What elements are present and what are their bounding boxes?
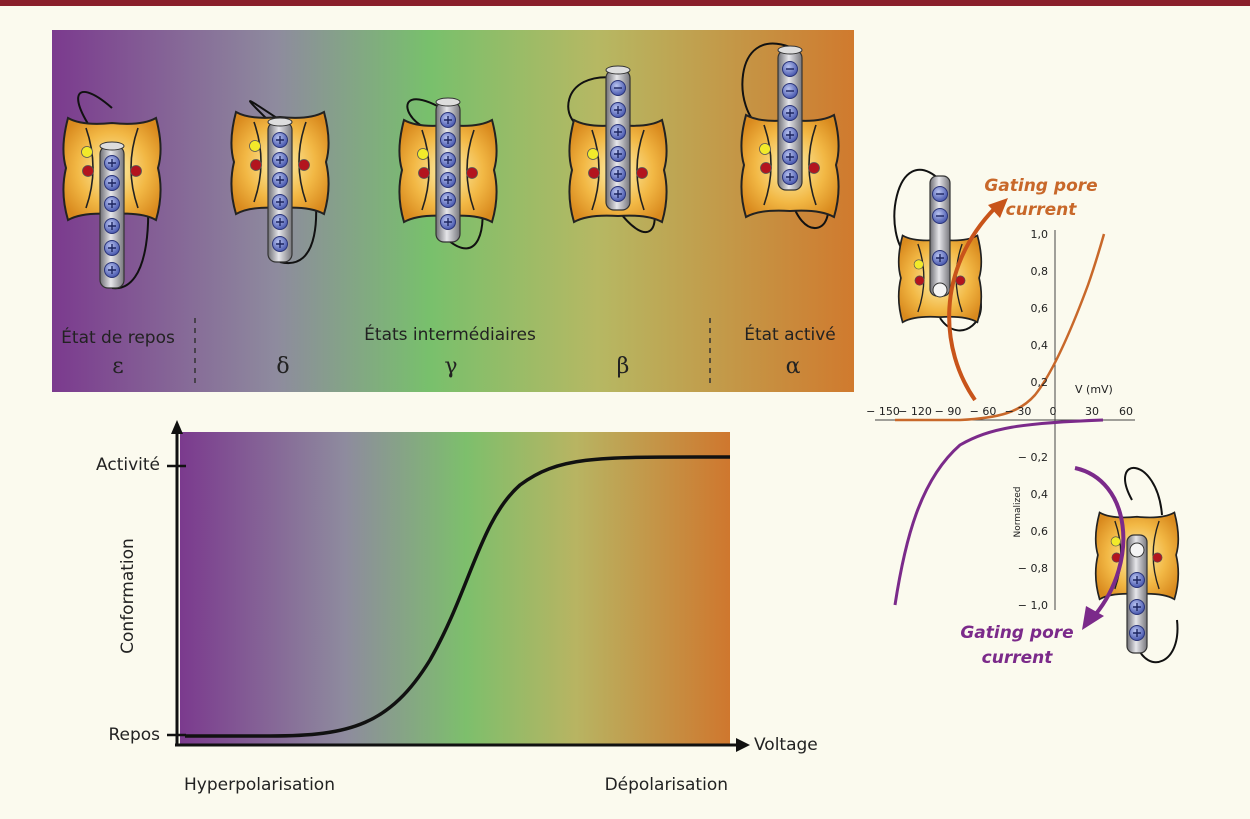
inward-current-curve — [893, 418, 1104, 606]
x-tick-label: 0 — [1050, 405, 1057, 418]
greek-alpha: α — [786, 354, 801, 379]
x-axis-arrow-icon — [736, 738, 750, 752]
inward-current-arrow — [1074, 466, 1126, 617]
y-top-label: Activité — [96, 455, 160, 475]
greek-gamma: γ — [444, 354, 457, 379]
y-tick-label: 0,4 — [1031, 488, 1049, 501]
x-tick-label: 60 — [1119, 405, 1133, 418]
x-tick-label: − 90 — [935, 405, 962, 418]
inward-arrow-head-icon — [1082, 606, 1104, 630]
label-intermediate-states: États intermédiaires — [364, 323, 536, 345]
bottom-annotation-line2: current — [982, 648, 1054, 668]
channel-beta-icon — [567, 65, 668, 233]
y-axis-arrow-icon — [171, 420, 183, 434]
y-tick-label: 0,6 — [1031, 525, 1049, 538]
y-axis-title: Conformation — [118, 538, 138, 654]
current-y-axis-title: Normalized — [1013, 486, 1023, 537]
conformation-plot-background — [180, 432, 730, 744]
top-annotation-line2: current — [1006, 200, 1078, 220]
bottom-annotation-line1: Gating pore — [960, 623, 1073, 643]
greek-delta: δ — [276, 354, 289, 379]
x-axis-title: Voltage — [754, 735, 818, 755]
channel-gamma-icon — [398, 97, 498, 250]
y-tick-label: − 0,8 — [1018, 562, 1048, 575]
top-border — [0, 0, 1250, 6]
x-tick-label: 30 — [1085, 405, 1099, 418]
channel-epsilon-icon — [62, 90, 162, 290]
top-annotation-line1: Gating pore — [984, 176, 1097, 196]
x-left-label: Hyperpolarisation — [184, 775, 335, 795]
outward-current-arrow — [947, 206, 997, 402]
channel-delta-icon — [230, 100, 330, 265]
x-tick-label: − 120 — [898, 405, 932, 418]
greek-beta: β — [617, 354, 630, 379]
y-tick-label: 0,8 — [1031, 265, 1049, 278]
outward-current-curve — [895, 233, 1106, 422]
current-x-axis-title: V (mV) — [1075, 383, 1113, 396]
x-tick-label: − 30 — [1005, 405, 1032, 418]
x-tick-label: − 60 — [970, 405, 997, 418]
x-tick-label: − 150 — [866, 405, 900, 418]
greek-epsilon: ε — [112, 354, 123, 379]
y-tick-label: 0,6 — [1031, 302, 1049, 315]
current-plot: − 150 − 120 − 90 − 60 − 30 0 30 60 1,0 0… — [866, 169, 1180, 668]
sigmoid-curve — [185, 455, 731, 738]
channel-alpha-icon — [740, 42, 840, 229]
y-tick-label: 0,4 — [1031, 339, 1049, 352]
label-rest-state: État de repos — [61, 326, 175, 348]
label-active-state: État activé — [744, 323, 836, 345]
outward-arrow-head-icon — [988, 198, 1008, 218]
y-tick-label: 0,2 — [1031, 376, 1049, 389]
y-tick-label: − 0,2 — [1018, 451, 1048, 464]
x-right-label: Dépolarisation — [605, 775, 728, 795]
channel-gating-inward-icon — [1094, 466, 1180, 664]
y-tick-label: 1,0 — [1031, 228, 1049, 241]
channel-gating-outward-icon — [893, 169, 983, 332]
y-bottom-label: Repos — [108, 725, 160, 745]
y-tick-label: − 1,0 — [1018, 599, 1048, 612]
